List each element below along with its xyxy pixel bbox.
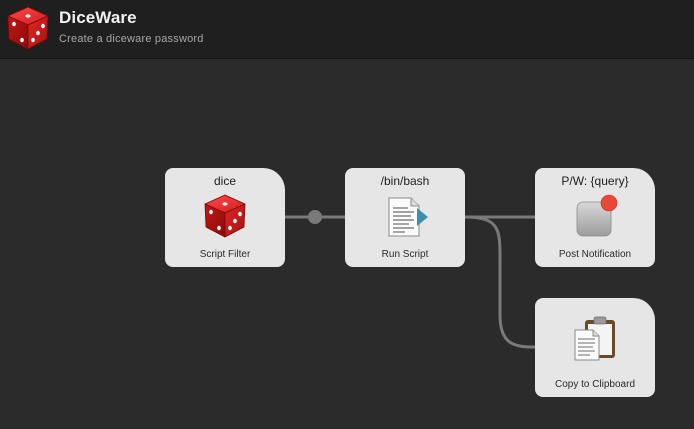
node-title: P/W: {query} <box>561 174 629 188</box>
node-title: dice <box>213 174 236 188</box>
node-label: Post Notification <box>558 249 632 260</box>
clipboard-icon <box>574 316 615 361</box>
node-script-filter[interactable]: dice Script Filter <box>165 168 285 267</box>
node-label: Copy to Clipboard <box>554 379 636 390</box>
node-label: Script Filter <box>199 249 251 260</box>
node-run-script[interactable]: /bin/bash Run Script <box>345 168 465 267</box>
workflow-title: DiceWare <box>59 8 137 27</box>
node-label: Run Script <box>381 249 429 260</box>
node-post-notification[interactable]: P/W: {query} Post Notification <box>535 168 655 267</box>
script-document-icon <box>388 197 428 237</box>
notification-icon <box>576 194 618 237</box>
red-dice-icon <box>7 6 49 50</box>
node-title: /bin/bash <box>380 174 430 188</box>
node-copy-to-clipboard[interactable]: Copy to Clipboard <box>535 298 655 397</box>
workflow-subtitle: Create a diceware password <box>59 33 204 45</box>
red-dice-icon <box>204 194 246 238</box>
workflow-header: DiceWare Create a diceware password <box>0 0 694 59</box>
